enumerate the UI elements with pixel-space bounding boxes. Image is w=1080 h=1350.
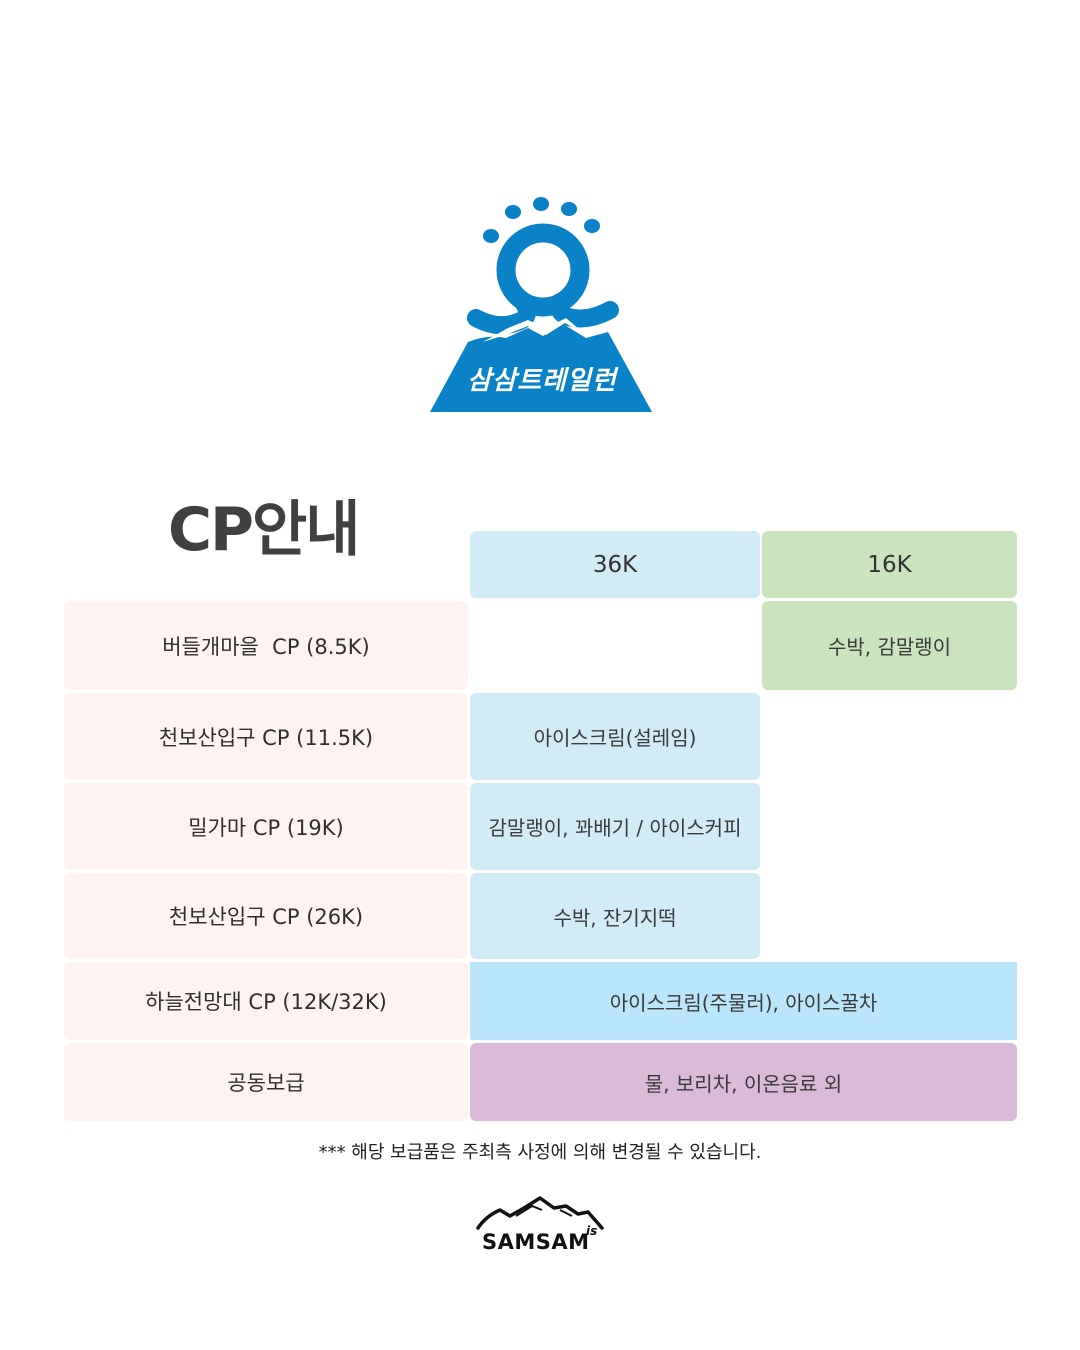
brand-superscript: is — [586, 1224, 598, 1238]
page-title: CP안내 — [168, 495, 360, 565]
row-label-cp-12k-32k: 하늘전망대 CP (12K/32K) — [64, 962, 468, 1040]
mountain-outline-icon — [476, 1196, 604, 1230]
cell-36k-cp-11-5k: 아이스크림(설레임) — [470, 693, 760, 780]
row-label-cp-11-5k: 천보산입구 CP (11.5K) — [64, 693, 468, 780]
cell-16k-cp-8-5k: 수박, 감말랭이 — [762, 601, 1017, 690]
cell-shared-cp-12k-32k: 아이스크림(주물러), 아이스꿀차 — [470, 962, 1017, 1040]
row-label-cp-26k: 천보산입구 CP (26K) — [64, 873, 468, 959]
cell-36k-cp-19k: 감말랭이, 꽈배기 / 아이스커피 — [470, 783, 760, 870]
runner-mountain-logo-icon — [430, 197, 652, 412]
samsam-trail-run-logo: 삼삼트레일런 — [428, 192, 654, 414]
cell-shared-common-supply: 물, 보리차, 이온음료 외 — [470, 1043, 1017, 1121]
row-label-common-supply: 공동보급 — [64, 1043, 468, 1121]
logo-text: 삼삼트레일런 — [467, 366, 617, 396]
samsam-brand: SAMSAM is — [476, 1194, 606, 1260]
column-header-16k: 16K — [762, 531, 1017, 598]
column-header-36k: 36K — [470, 531, 760, 598]
cell-36k-cp-26k: 수박, 잔기지떡 — [470, 873, 760, 959]
brand-name: SAMSAM — [482, 1230, 590, 1254]
row-label-cp-8-5k: 버들개마을 CP (8.5K) — [64, 601, 468, 690]
footnote: *** 해당 보급품은 주최측 사정에 의해 변경될 수 있습니다. — [318, 1142, 762, 1163]
row-label-cp-19k: 밀가마 CP (19K) — [64, 783, 468, 870]
